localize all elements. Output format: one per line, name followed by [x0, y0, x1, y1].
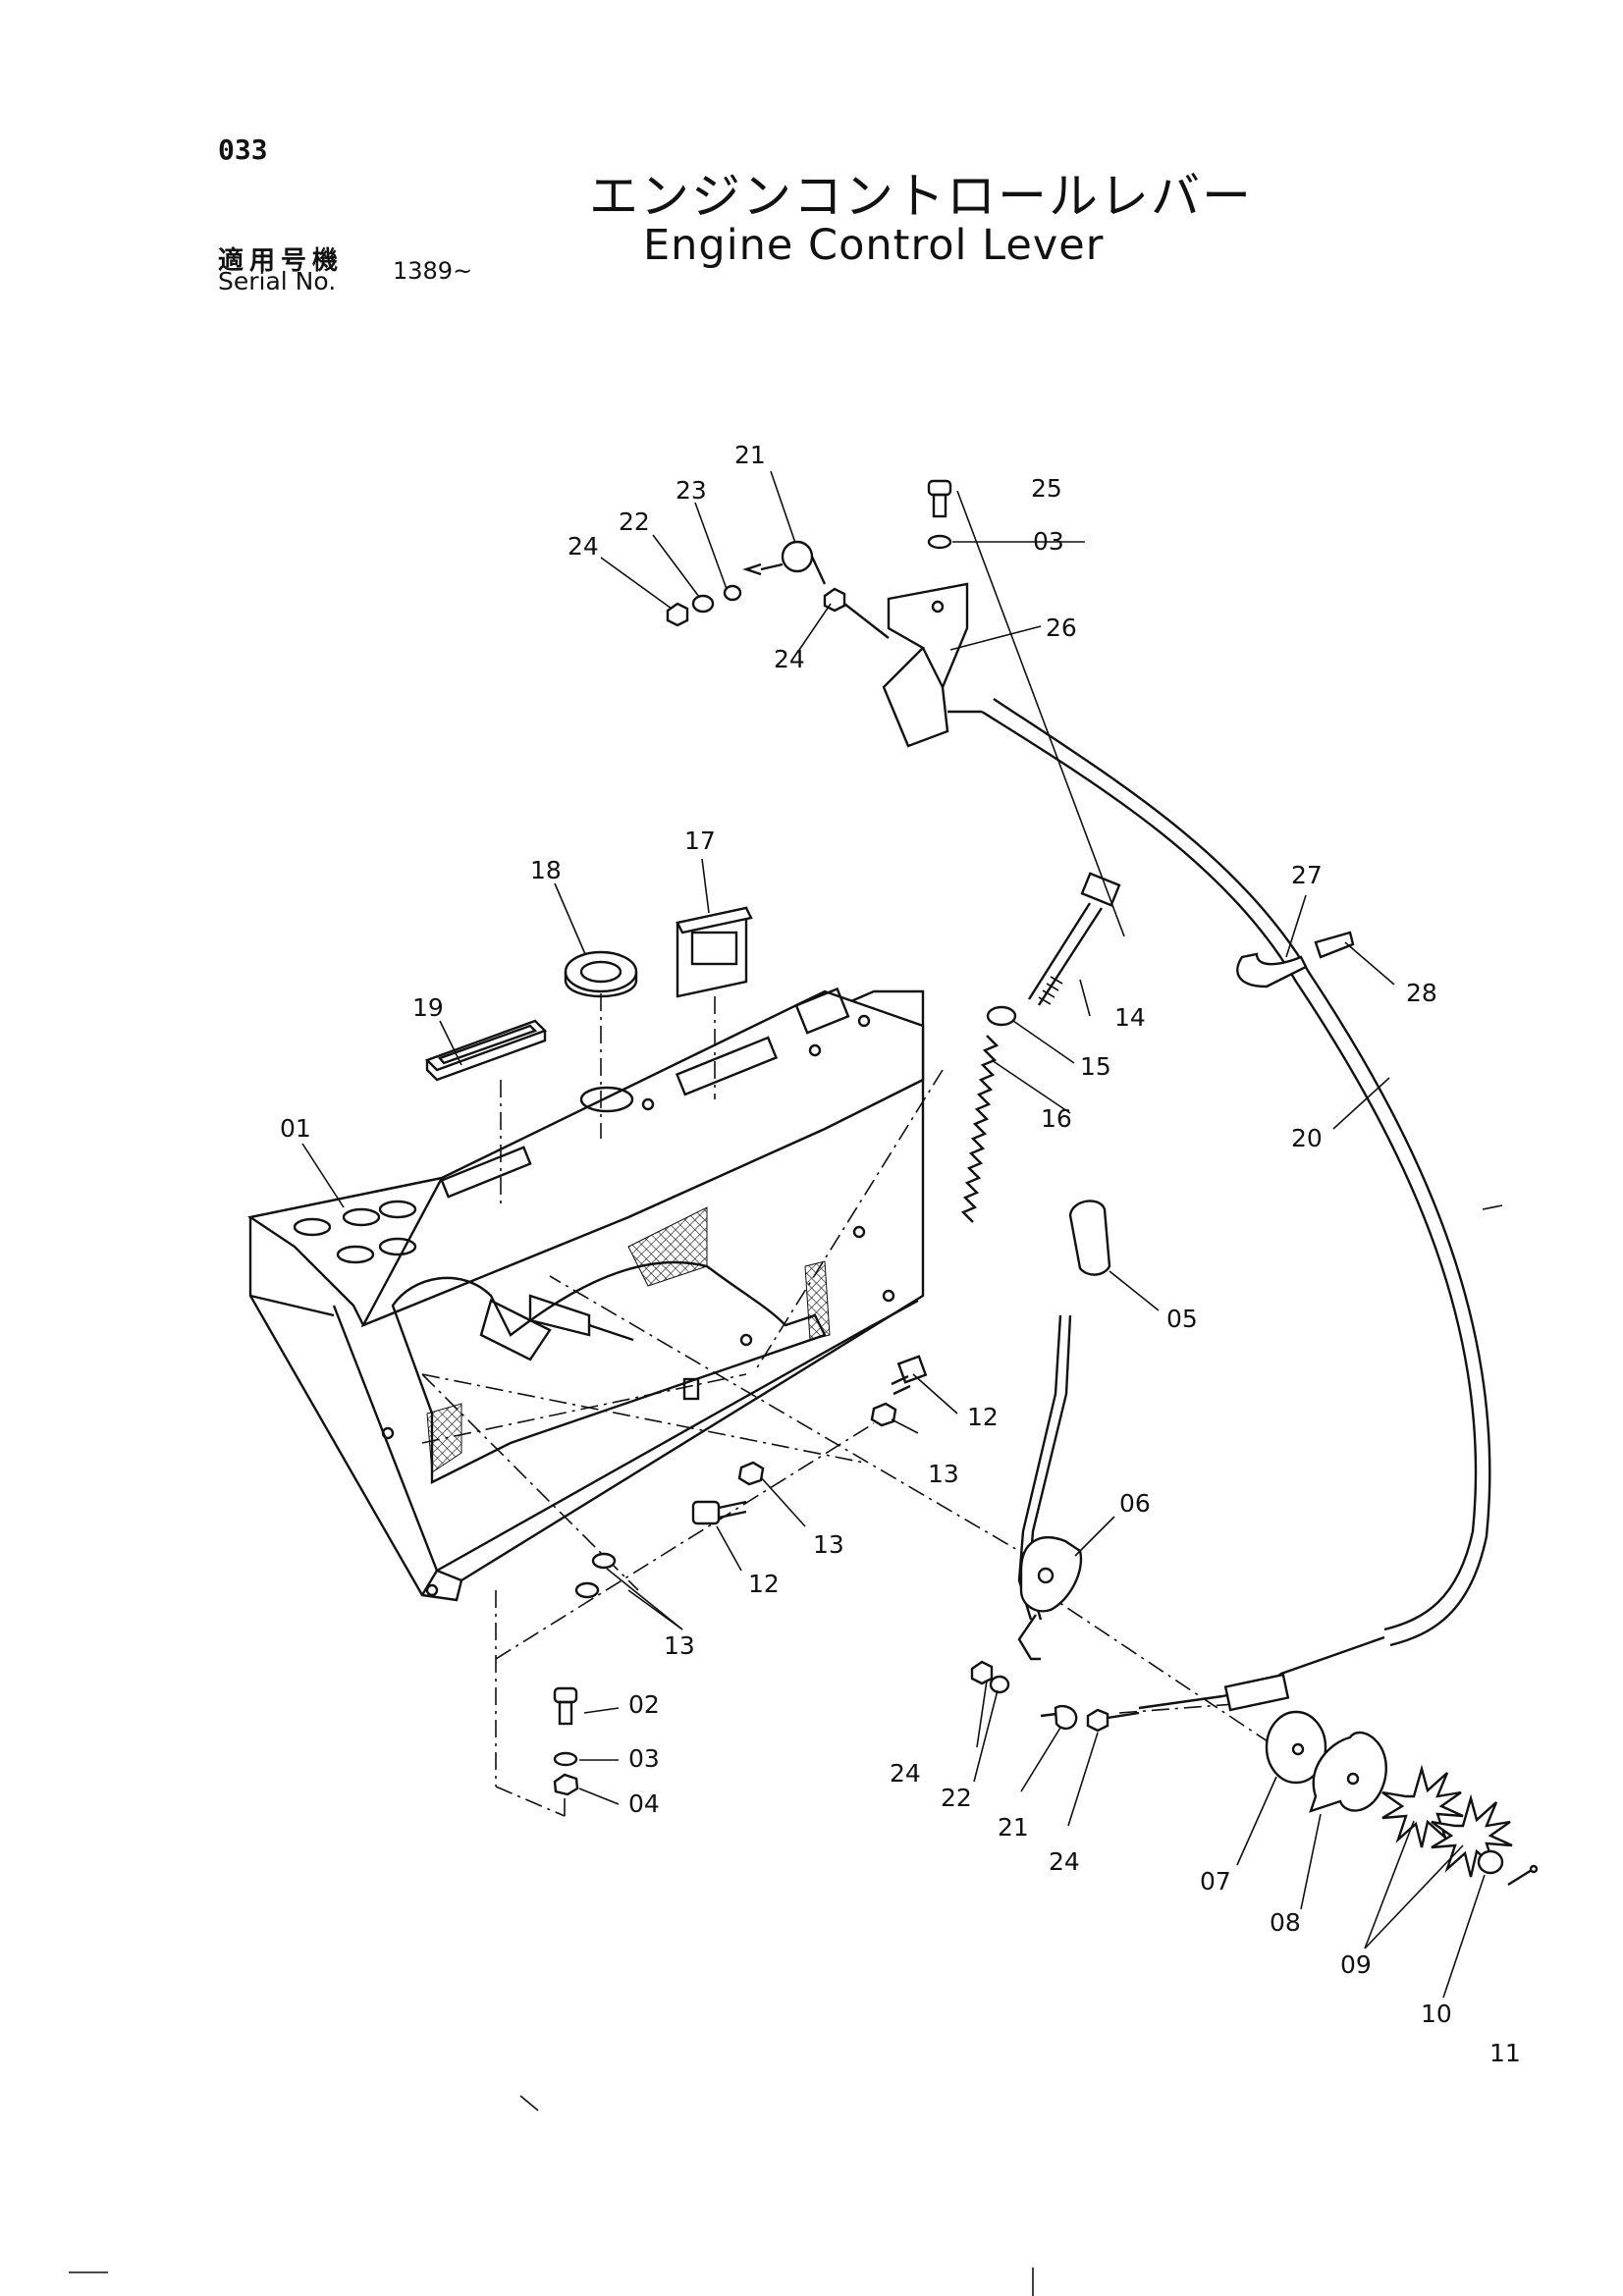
callout-21-top: 21 — [734, 441, 766, 469]
bracket-26 — [882, 582, 969, 748]
callout-02: 02 — [628, 1690, 660, 1719]
callout-12-left: 12 — [748, 1570, 780, 1598]
callout-28: 28 — [1406, 979, 1437, 1007]
callout-24-top-right: 24 — [774, 645, 805, 673]
nut-04 — [553, 1773, 579, 1796]
nut-13-right — [870, 1402, 897, 1427]
page-title-english: Engine Control Lever — [643, 221, 1105, 270]
callout-06: 06 — [1119, 1489, 1151, 1518]
nuts-13-lower — [574, 1552, 617, 1599]
callout-16: 16 — [1041, 1104, 1072, 1133]
callout-03-upper: 03 — [1033, 527, 1064, 556]
grommet-19 — [424, 1019, 548, 1082]
callout-08: 08 — [1270, 1908, 1301, 1937]
callout-20: 20 — [1291, 1124, 1323, 1152]
callout-19: 19 — [412, 993, 444, 1022]
grommet-18 — [564, 950, 638, 998]
page-title-japanese: エンジンコントロールレバー — [589, 168, 1253, 225]
scan-artifacts — [69, 2095, 1034, 2296]
callout-21-bottom: 21 — [998, 1813, 1029, 1842]
bolt-25 — [927, 479, 952, 518]
callout-22-bottom: 22 — [941, 1784, 972, 1812]
callout-26: 26 — [1046, 614, 1077, 642]
callout-03-bottom: 03 — [628, 1744, 660, 1773]
plate-08 — [1309, 1731, 1387, 1813]
pin-11 — [1507, 1864, 1539, 1887]
callout-24-top-left: 24 — [568, 532, 599, 561]
serial-label-english: Serial No. — [218, 267, 337, 295]
bolt-02 — [553, 1686, 578, 1726]
bolt-12-left — [691, 1500, 747, 1525]
control-cable-20 — [947, 697, 1503, 1712]
callout-15: 15 — [1080, 1052, 1111, 1081]
callout-10: 10 — [1421, 2000, 1452, 2028]
callout-23: 23 — [676, 476, 707, 505]
nut-13-left — [737, 1461, 765, 1486]
callout-22-top: 22 — [619, 507, 650, 536]
callout-11: 11 — [1489, 2039, 1521, 2067]
page-number: 033 — [218, 133, 268, 166]
leader-lines — [301, 470, 1486, 1999]
spring-16 — [960, 1035, 1000, 1223]
callout-24-bottom-right: 24 — [1049, 1847, 1080, 1876]
knob-05 — [1068, 1200, 1111, 1276]
disc-07 — [1265, 1710, 1327, 1785]
grommet-17 — [676, 906, 753, 998]
lever-06 — [1017, 1314, 1083, 1661]
callout-labels: 01 02 03 03 04 05 06 07 08 09 10 11 12 1… — [280, 441, 1521, 2067]
callout-27: 27 — [1291, 861, 1323, 889]
console-housing — [246, 987, 925, 1602]
callout-13-right: 13 — [928, 1460, 959, 1488]
serial-number-range: 1389~ — [393, 257, 473, 285]
nut-10 — [1477, 1849, 1504, 1875]
washer-03-bottom — [553, 1751, 578, 1767]
bolt-12-right — [891, 1355, 928, 1396]
callout-05: 05 — [1166, 1305, 1198, 1333]
callout-13-center: 13 — [813, 1530, 844, 1559]
callout-04: 04 — [628, 1789, 660, 1818]
callout-14: 14 — [1114, 1003, 1146, 1032]
lower-joint-hardware — [970, 1660, 1140, 1733]
callout-13-lower: 13 — [664, 1631, 695, 1660]
callout-17: 17 — [684, 827, 716, 855]
callout-09: 09 — [1340, 1950, 1372, 1979]
callout-12-right: 12 — [967, 1403, 999, 1431]
ball-joint-21-top — [742, 540, 827, 585]
clip-28 — [1314, 931, 1355, 959]
callout-07: 07 — [1200, 1867, 1231, 1896]
washer-03-top — [927, 534, 952, 550]
serial-label-japanese: 適用号機 — [218, 246, 345, 276]
nuts-top-left — [666, 584, 846, 627]
callout-25: 25 — [1031, 474, 1062, 503]
clamp-27 — [1236, 952, 1308, 988]
rod-top — [843, 603, 890, 639]
callout-01: 01 — [280, 1114, 311, 1143]
washer-15 — [986, 1005, 1017, 1027]
callout-24-bottom-left: 24 — [890, 1759, 921, 1788]
callout-18: 18 — [530, 856, 562, 884]
bolt-14 — [1027, 872, 1121, 1006]
